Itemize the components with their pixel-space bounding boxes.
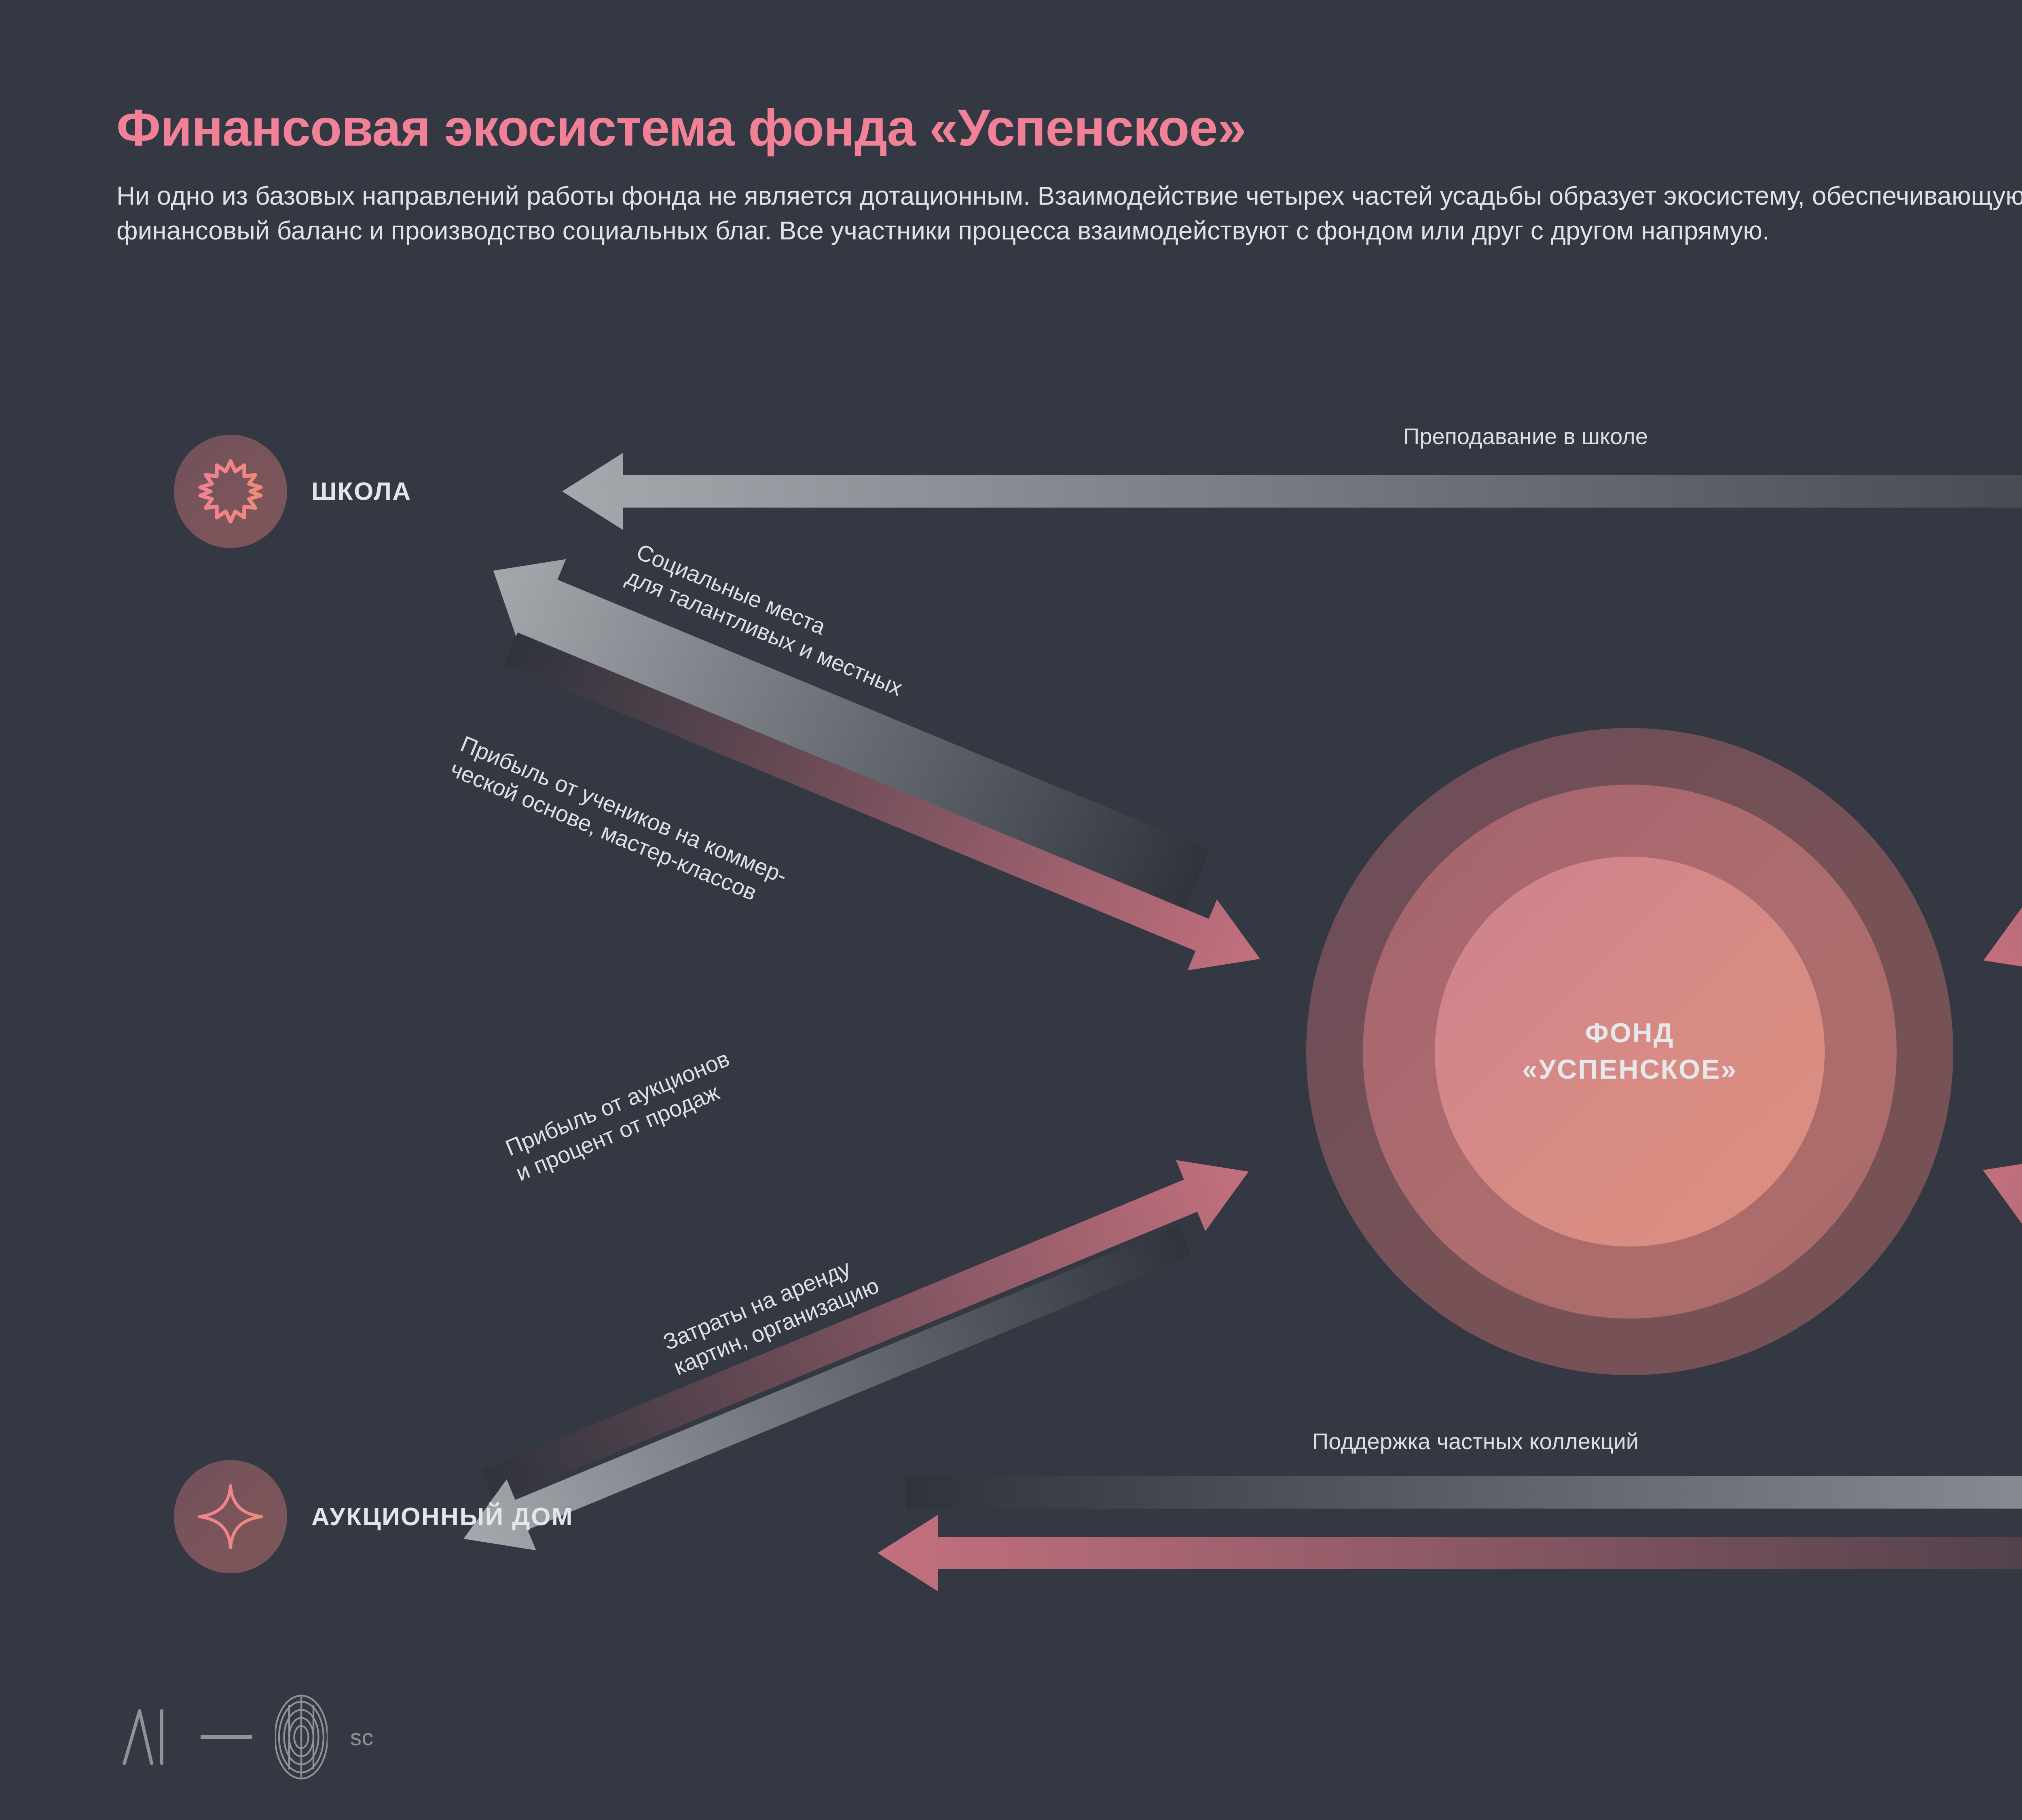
arrow-return-flow [878, 1515, 2022, 1591]
page-subtitle: Ни одно из базовых направлений работы фо… [116, 181, 2022, 245]
center-ring-inner [1435, 857, 1825, 1246]
footer: sc [117, 1695, 374, 1780]
arrow-pupil-profit [504, 632, 1260, 971]
starburst-flower-icon [198, 459, 263, 524]
node-school-label: ШКОЛА [311, 477, 412, 506]
node-auction-house[interactable]: АУКЦИОННЫЙ ДОМ [174, 1460, 573, 1573]
arrow-rent-costs [463, 1225, 1191, 1551]
arrow-teaching [562, 453, 2022, 530]
ai-logo-icon [123, 1709, 163, 1765]
node-school-badge [174, 435, 287, 548]
fingerprint-icon [275, 1695, 328, 1780]
node-auction-badge [174, 1460, 287, 1573]
flow-label-collections: Поддержка частных коллекций [1312, 1428, 1639, 1454]
node-school[interactable]: ШКОЛА [174, 435, 412, 548]
footer-sc-label: sc [350, 1724, 374, 1750]
header: Финансовая экосистема фонда «Успенское» … [116, 101, 2022, 248]
arrow-works-percent [1983, 643, 2022, 972]
arrow-investment [1983, 1158, 2022, 1497]
flow-label-teaching: Преподавание в школе [1403, 423, 1648, 449]
arrow-social-places [493, 559, 1210, 910]
arrow-collections [906, 1476, 2022, 1509]
center-label-line2: «УСПЕНСКОЕ» [1522, 1054, 1738, 1085]
center-label: ФОНД «УСПЕНСКОЕ» [1306, 728, 1953, 1375]
page-title: Финансовая экосистема фонда «Успенское» [116, 99, 1246, 157]
center-label-line1: ФОНД [1585, 1018, 1675, 1049]
node-auction-label: АУКЦИОННЫЙ ДОМ [311, 1503, 573, 1531]
fund-center-node: ФОНД «УСПЕНСКОЕ» [1306, 728, 1953, 1375]
four-point-sparkle-icon [198, 1484, 263, 1549]
footer-divider [201, 1735, 252, 1739]
arrow-auction-profit [481, 1160, 1249, 1503]
